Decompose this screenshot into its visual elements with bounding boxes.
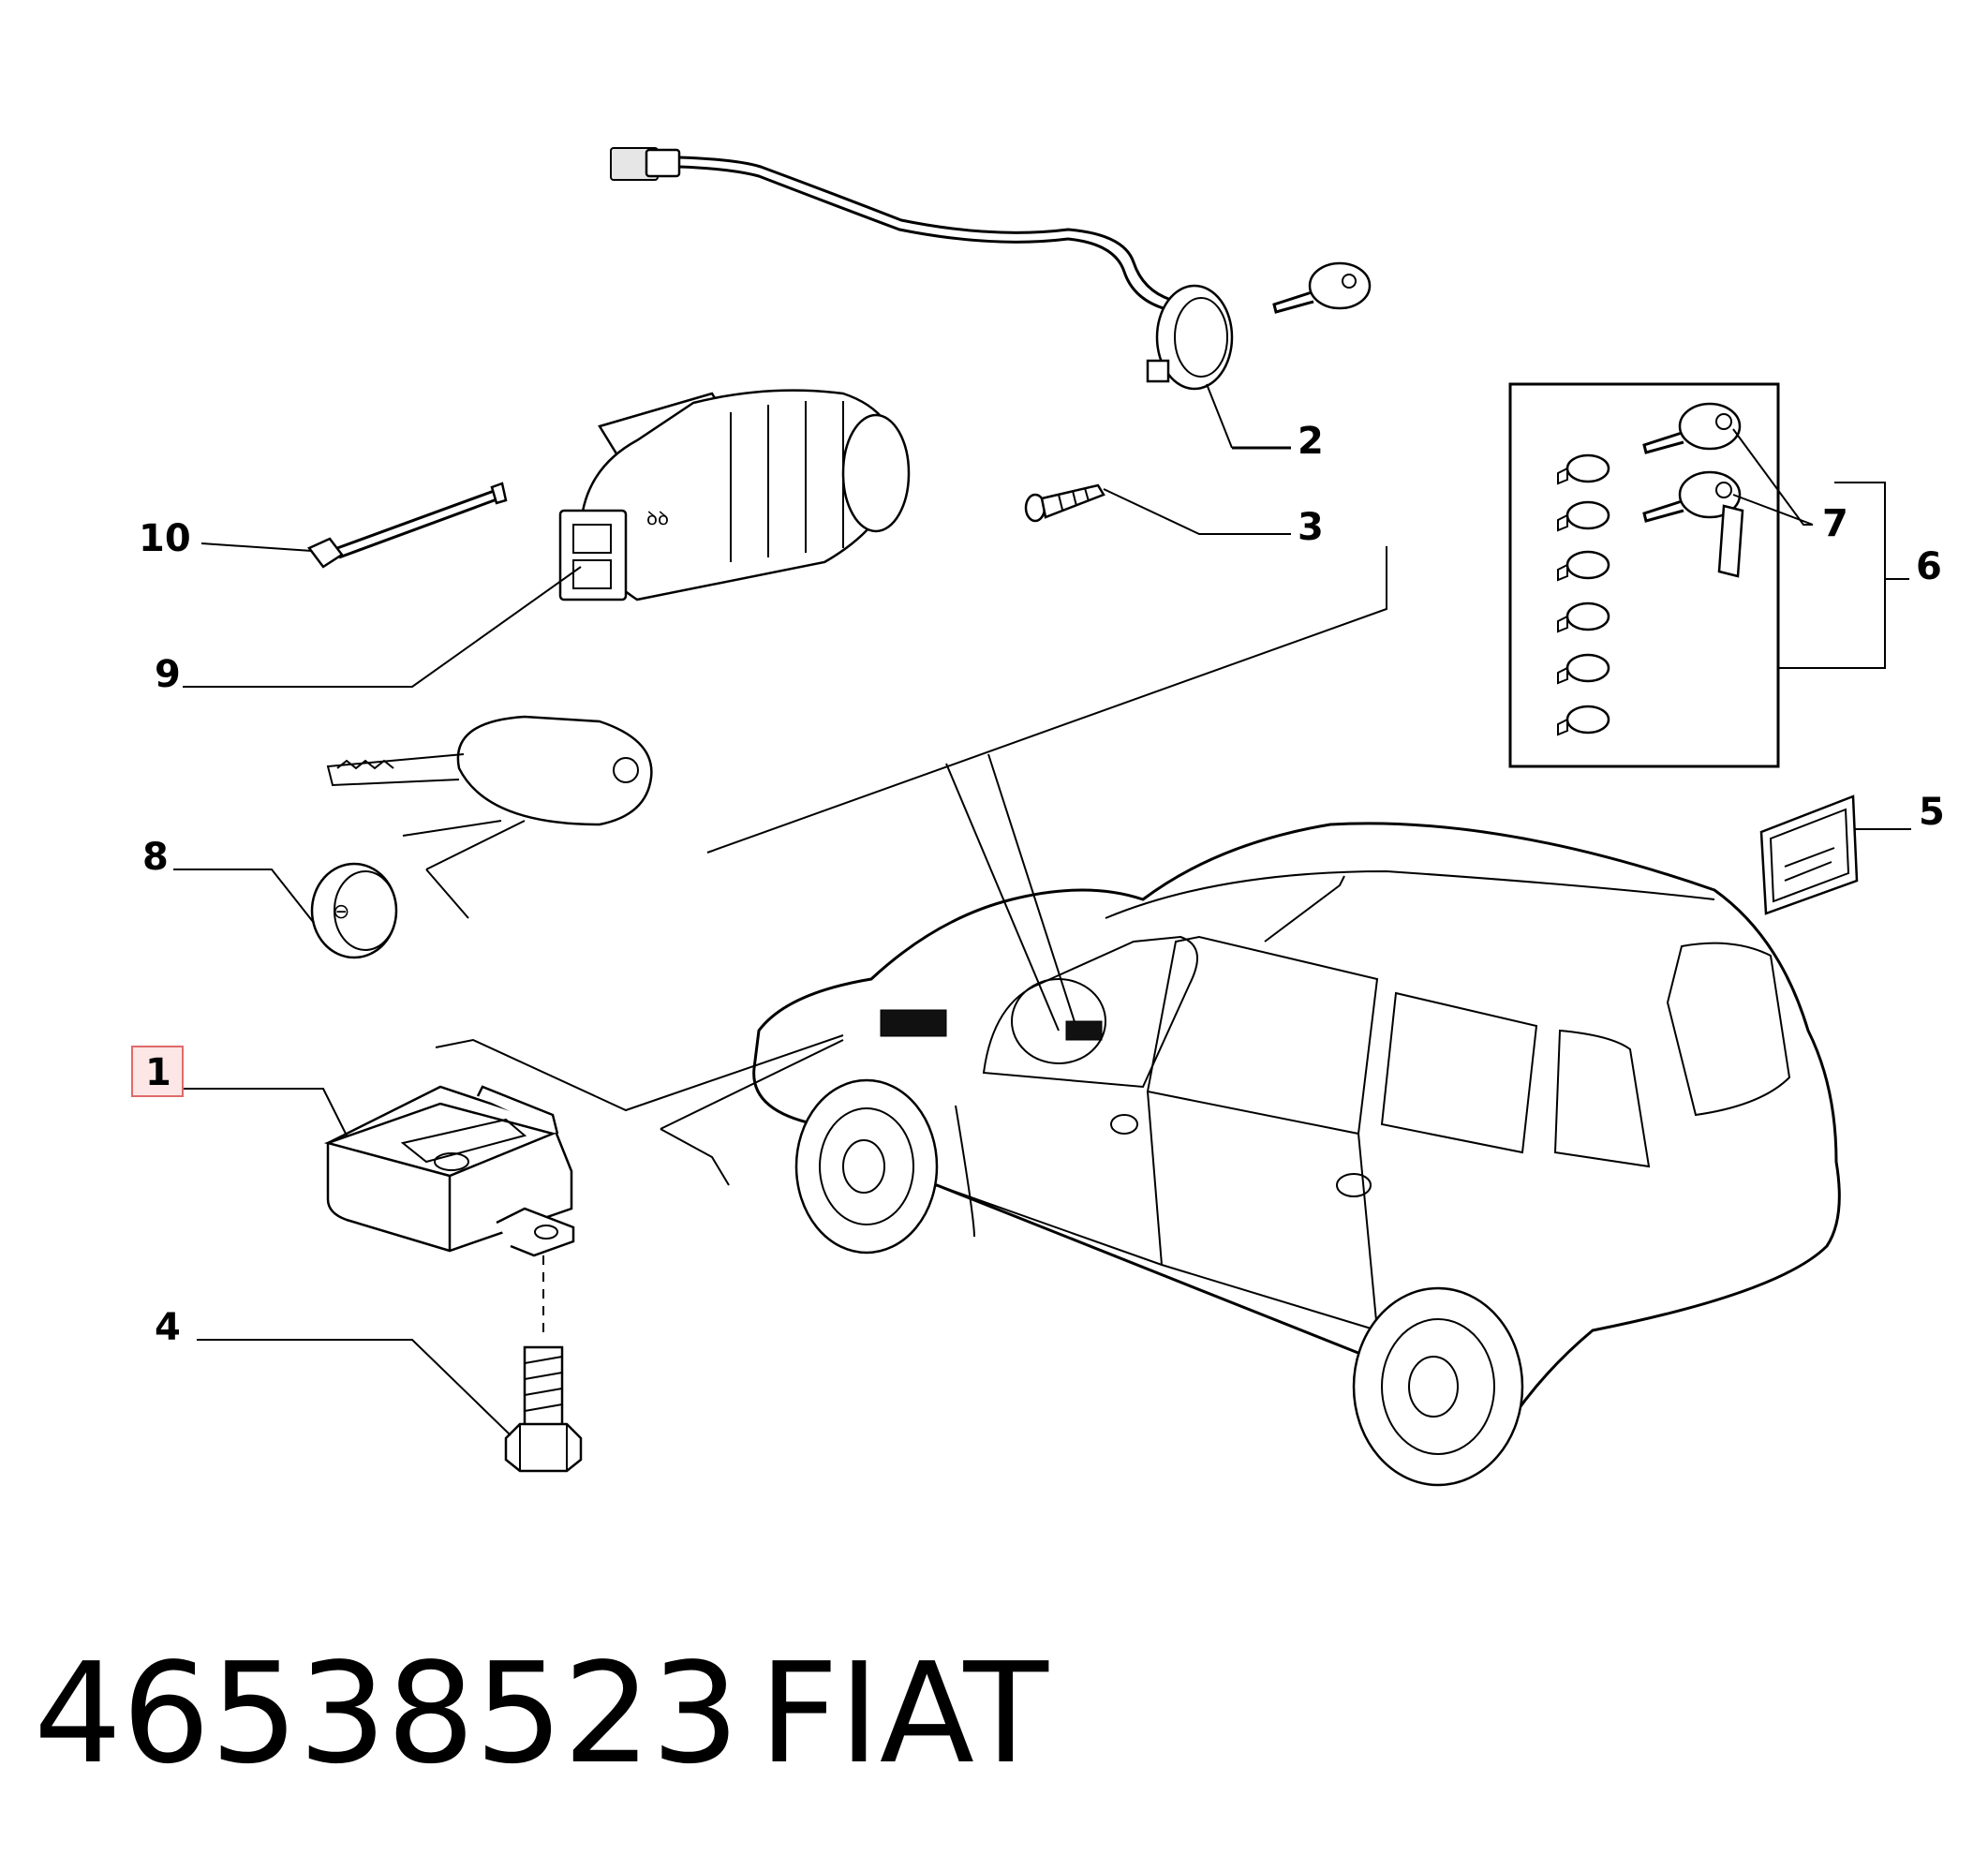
callout-5[interactable]: 5: [1919, 791, 1945, 834]
leader-7b: [1732, 494, 1814, 526]
pointer-line-unit-2: [660, 1039, 844, 1186]
label-plate[interactable]: [1759, 794, 1859, 915]
callout-3[interactable]: 3: [1298, 506, 1324, 549]
pointer-line-dash: [945, 753, 1078, 1032]
leader-4: [197, 1339, 512, 1436]
control-unit[interactable]: [323, 1085, 575, 1257]
antenna-ring-with-cable[interactable]: [610, 147, 1234, 391]
svg-text:⊖: ⊖: [333, 900, 349, 924]
pointer-line-unit: [435, 1034, 844, 1112]
callout-7[interactable]: 7: [1822, 502, 1848, 545]
leader-8: [173, 869, 315, 924]
lock-set-kit-box[interactable]: [1508, 382, 1780, 768]
cap-disc[interactable]: ⊖: [310, 862, 398, 959]
leader-2: [1206, 383, 1233, 449]
callout-6[interactable]: 6: [1916, 545, 1942, 588]
screw[interactable]: [1024, 483, 1105, 523]
brand-caption: FIAT: [759, 1633, 1049, 1794]
key-with-fob[interactable]: [326, 715, 653, 826]
leader-7a: [1732, 428, 1813, 526]
callout-2[interactable]: 2: [1298, 420, 1324, 463]
callout-8[interactable]: 8: [142, 836, 169, 879]
car-outline: [752, 822, 1841, 1487]
keys-pair-icon: [1642, 402, 1744, 578]
leader-9: [183, 566, 582, 688]
lock-cylinders-icon: [1557, 453, 1610, 736]
callout-9[interactable]: 9: [155, 653, 181, 696]
callout-10[interactable]: 10: [139, 517, 191, 560]
leader-10: [200, 542, 313, 552]
leader-3: [1103, 488, 1291, 535]
callout-1[interactable]: 1: [145, 1051, 171, 1094]
leader-1: [183, 1088, 348, 1136]
hex-bolt[interactable]: [504, 1345, 583, 1473]
part-number-caption: 46538523: [34, 1633, 739, 1794]
pointer-line-ignition: [706, 546, 1387, 854]
ignition-marker-icon: [1065, 1020, 1103, 1041]
ignition-switch[interactable]: ꝺꝺ: [558, 389, 911, 601]
bracket-6: [1778, 482, 1886, 669]
key-small-top-icon: [1272, 261, 1372, 314]
callout-1-highlight: [131, 1046, 184, 1097]
car-antenna: [1264, 875, 1345, 943]
key-pointer-lines: [402, 820, 526, 919]
switch-marking-icon: ꝺꝺ: [646, 507, 669, 529]
callout-4[interactable]: 4: [155, 1306, 181, 1349]
long-bolt[interactable]: [307, 482, 508, 569]
immobilizer-marker-icon: [880, 1009, 947, 1037]
